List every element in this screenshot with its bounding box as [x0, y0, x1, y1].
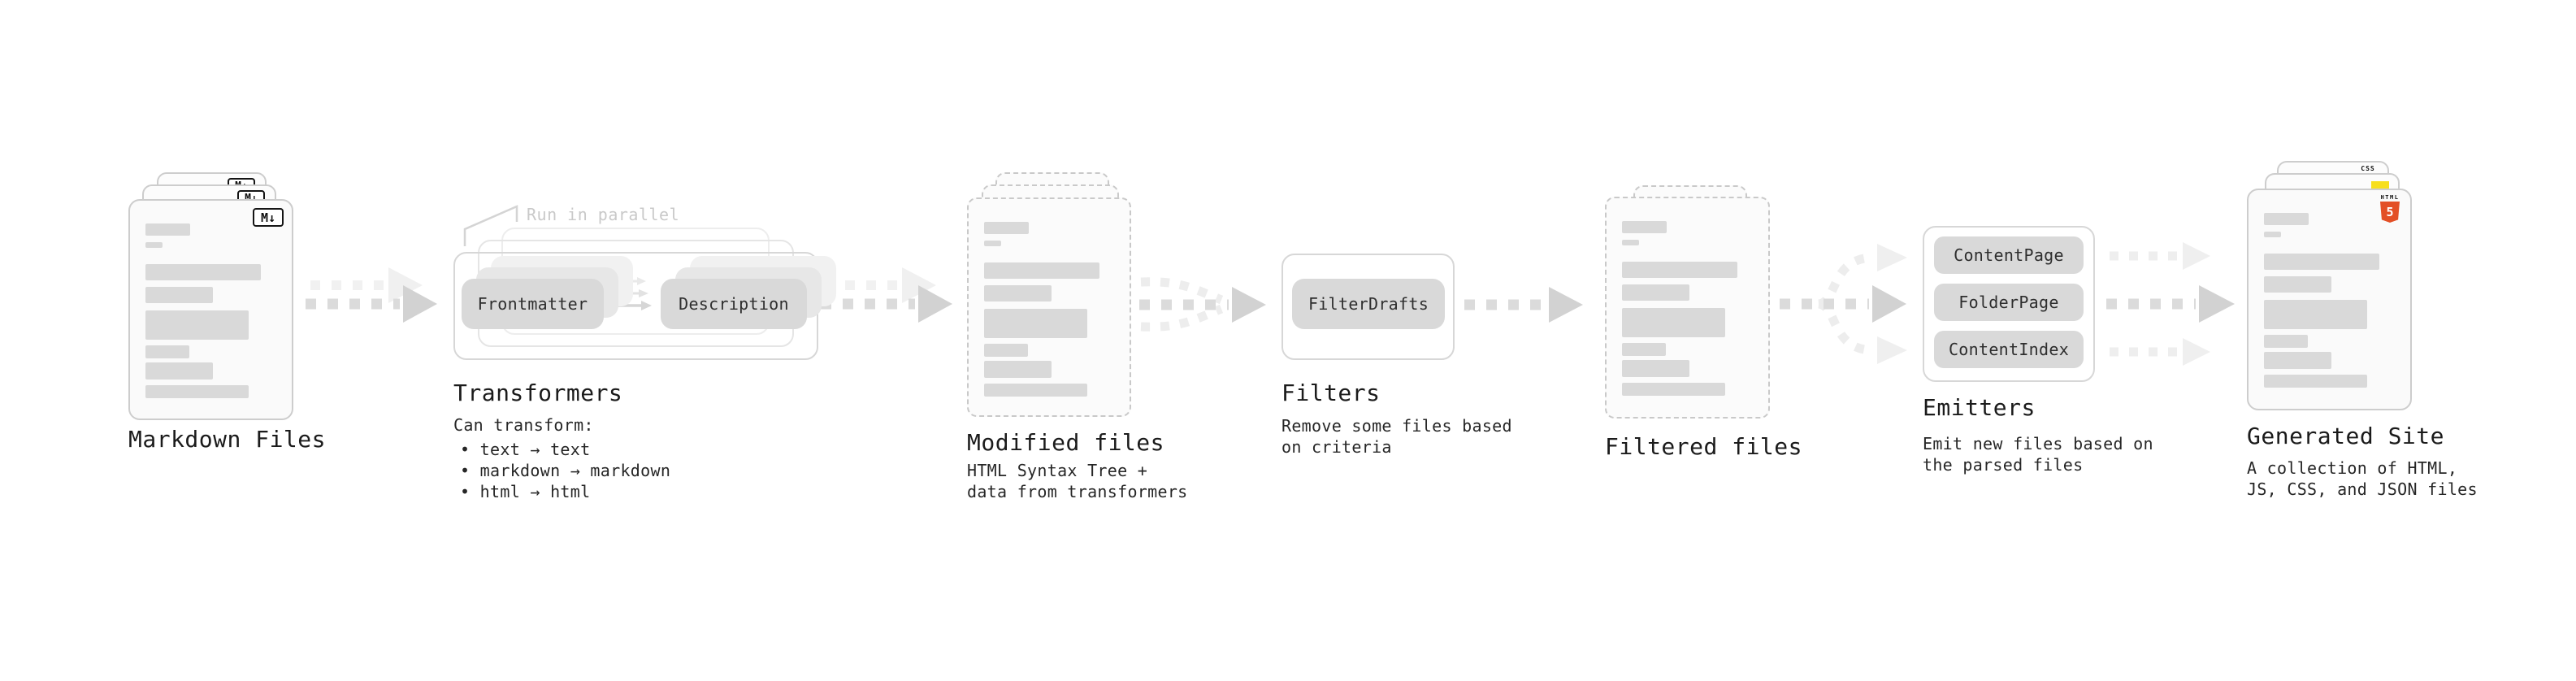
bullet-item: • text → text	[460, 440, 591, 459]
arrow-filtered-to-emitters	[1780, 244, 1907, 364]
filtered-files-title: Filtered files	[1605, 433, 1803, 460]
contentpage-chip: ContentPage	[1934, 236, 2084, 274]
stage-emitters: ContentPage FolderPage ContentIndex Emit…	[1923, 226, 2199, 502]
run-in-parallel-label: Run in parallel	[527, 205, 680, 224]
modified-files-title: Modified files	[967, 429, 1165, 456]
contentindex-chip: ContentIndex	[1934, 331, 2084, 368]
stage-markdown-files: M↓ M↓ M↓ Markdown Files	[128, 161, 356, 486]
stage-filters: FilterDrafts Filters Remove some files b…	[1281, 254, 1550, 522]
description-chip: Description	[661, 279, 807, 329]
markdown-sheet-front: M↓	[128, 199, 293, 420]
generated-site-caption: A collection of HTML, JS, CSS, and JSON …	[2247, 458, 2478, 499]
arrow-markdown-to-transformers	[306, 267, 437, 323]
run-in-parallel-leader-line	[463, 205, 518, 246]
arrow-filters-to-filtered	[1464, 287, 1583, 323]
arrow-emitters-to-generated	[2106, 242, 2235, 366]
transformers-bullet-list: • text → text • markdown → markdown • ht…	[460, 439, 670, 502]
folderpage-chip: FolderPage	[1934, 284, 2084, 321]
bullet-item: • html → html	[460, 482, 591, 501]
filters-title: Filters	[1281, 380, 1381, 406]
stage-filtered-files: Filtered files	[1605, 174, 1857, 483]
stage-generated-site: CSS HTML 5 Generated Site A collection o…	[2247, 150, 2523, 507]
stage-transformers: Run in parallel Frontmatter Description …	[453, 205, 836, 530]
markdown-icon: M↓	[253, 208, 284, 227]
generated-sheet-html: HTML 5	[2247, 189, 2412, 410]
js-badge-icon	[2371, 181, 2389, 190]
transformers-caption-heading: Can transform:	[453, 415, 594, 435]
arrow-modified-to-filters	[1139, 277, 1266, 332]
html5-shield: 5	[2380, 202, 2400, 223]
emitters-title: Emitters	[1923, 394, 2036, 421]
bullet-item: • markdown → markdown	[460, 461, 671, 480]
emitters-caption: Emit new files based on the parsed files	[1923, 434, 2153, 475]
frontmatter-chip: Frontmatter	[462, 279, 604, 329]
modified-files-caption: HTML Syntax Tree + data from transformer…	[967, 461, 1188, 501]
html5-logo-icon: HTML 5	[2379, 194, 2400, 223]
transformers-title: Transformers	[453, 380, 623, 406]
modified-sheet-front	[967, 197, 1131, 417]
doc-text-lines	[2264, 213, 2397, 388]
doc-text-lines	[145, 223, 279, 398]
filters-caption: Remove some files based on criteria	[1281, 416, 1512, 457]
generated-site-title: Generated Site	[2247, 423, 2445, 449]
filterdrafts-chip: FilterDrafts	[1292, 279, 1445, 329]
stage-modified-files: Modified files HTML Syntax Tree + data f…	[967, 161, 1235, 518]
doc-text-lines	[1622, 221, 1755, 396]
filtered-sheet-front	[1605, 197, 1770, 419]
arrow-transformers-to-modified	[821, 267, 952, 323]
doc-text-lines	[984, 222, 1117, 397]
markdown-files-title: Markdown Files	[128, 426, 327, 453]
